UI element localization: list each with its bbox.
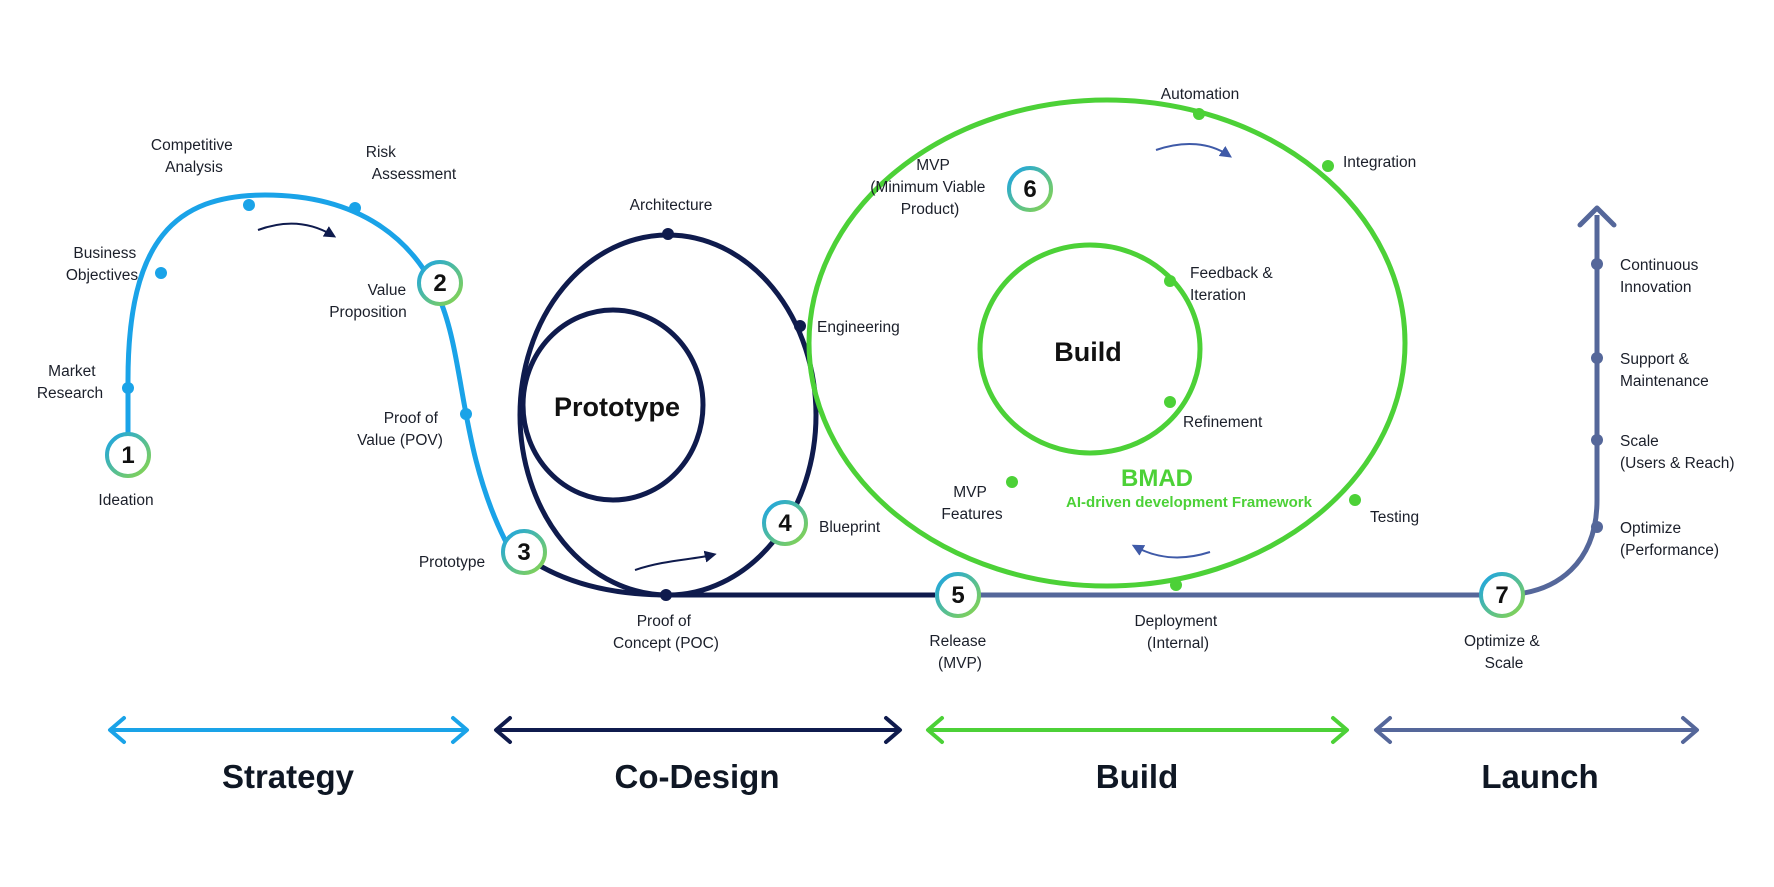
- mvp-features-dot: [1006, 476, 1018, 488]
- launch-path: [958, 215, 1600, 598]
- step-badge-2: 2: [417, 260, 463, 306]
- proof-of-value-dot: [460, 408, 472, 420]
- engineering-dot: [794, 320, 806, 332]
- risk-assessment-label: Risk Assessment: [366, 144, 457, 183]
- build-center-title: Build: [1054, 337, 1122, 367]
- proof-of-concept-dot: [660, 589, 672, 601]
- optimize-scale-label: Optimize & Scale: [1464, 633, 1544, 672]
- continuous-innovation-dot: [1591, 258, 1603, 270]
- refinement-dot: [1164, 396, 1176, 408]
- strategy-path: [125, 192, 508, 543]
- build-flow-arrow-top: [1155, 143, 1232, 158]
- launch-phase-arrow: [1374, 716, 1699, 744]
- bmad-subtitle: AI-driven development Framework: [1066, 494, 1313, 511]
- codesign-flow-arrow: [634, 550, 717, 571]
- engineering-label: Engineering: [817, 319, 900, 336]
- prototype-inner-loop: [520, 307, 706, 503]
- launch-phase-title: Launch: [1481, 758, 1598, 795]
- build-flow-arrow-bottom: [1131, 544, 1211, 559]
- testing-dot: [1349, 494, 1361, 506]
- refinement-label: Refinement: [1183, 414, 1263, 431]
- architecture-dot: [662, 228, 674, 240]
- step-badge-5: 5: [935, 572, 981, 618]
- risk-assessment-dot: [349, 202, 361, 214]
- step-badge-1: 1: [105, 432, 151, 478]
- step-number: 2: [433, 270, 446, 297]
- build-phase-arrow: [926, 716, 1349, 744]
- business-objectives-label: Business Objectives: [66, 245, 141, 284]
- feedback-iteration-label: Feedback & Iteration: [1190, 265, 1277, 304]
- market-research-dot: [122, 382, 134, 394]
- value-proposition-label: Value Proposition: [329, 282, 410, 321]
- integration-label: Integration: [1343, 154, 1416, 171]
- testing-label: Testing: [1370, 509, 1419, 526]
- scale-users-label: Scale (Users & Reach): [1620, 433, 1735, 472]
- competitive-analysis-dot: [243, 199, 255, 211]
- launch-arrow-head: [1577, 205, 1617, 228]
- market-research-label: Market Research: [37, 363, 103, 402]
- step-number: 7: [1495, 582, 1508, 609]
- step-number: 4: [778, 510, 792, 537]
- release-label: Release (MVP): [929, 633, 990, 672]
- mvp-label: MVP (Minimum Viable Product): [870, 157, 989, 218]
- step-number: 6: [1023, 176, 1036, 203]
- competitive-analysis-label: Competitive Analysis: [151, 137, 237, 176]
- deployment-dot: [1170, 579, 1182, 591]
- blueprint-label: Blueprint: [819, 519, 881, 536]
- optimize-performance-label: Optimize (Performance): [1620, 520, 1719, 559]
- strategy-flow-arrow: [257, 222, 337, 238]
- optimize-performance-dot: [1591, 521, 1603, 533]
- build-outer-loop: [806, 97, 1408, 589]
- step-badge-6: 6: [1007, 166, 1053, 212]
- integration-dot: [1322, 160, 1334, 172]
- scale-users-dot: [1591, 434, 1603, 446]
- strategy-phase-arrow: [108, 716, 469, 744]
- step-badge-7: 7: [1479, 572, 1525, 618]
- codesign-phase-title: Co-Design: [615, 758, 780, 795]
- proof-of-concept-label: Proof of Concept (POC): [613, 613, 719, 652]
- support-maintenance-label: Support & Maintenance: [1620, 351, 1709, 390]
- ideation-label: Ideation: [98, 492, 153, 509]
- proof-of-value-label: Proof of Value (POV): [357, 410, 443, 449]
- bmad-title: BMAD: [1121, 465, 1193, 492]
- build-inner-loop: [977, 242, 1203, 456]
- strategy-phase-title: Strategy: [222, 758, 355, 795]
- automation-label: Automation: [1161, 86, 1239, 103]
- business-objectives-dot: [155, 267, 167, 279]
- continuous-innovation-label: Continuous Innovation: [1620, 257, 1703, 296]
- support-maintenance-dot: [1591, 352, 1603, 364]
- step-number: 1: [121, 442, 134, 469]
- deployment-label: Deployment (Internal): [1134, 613, 1221, 652]
- step-number: 5: [951, 582, 964, 609]
- automation-dot: [1193, 108, 1205, 120]
- prototype-step-label: Prototype: [419, 554, 485, 571]
- codesign-phase-arrow: [494, 716, 902, 744]
- prototype-center-title: Prototype: [554, 392, 680, 422]
- step-number: 3: [517, 539, 530, 566]
- mvp-features-label: MVP Features: [941, 484, 1002, 523]
- feedback-iteration-dot: [1164, 275, 1176, 287]
- build-phase-title: Build: [1096, 758, 1178, 795]
- step-badge-4: 4: [762, 500, 808, 546]
- architecture-label: Architecture: [630, 197, 713, 214]
- step-badge-3: 3: [501, 529, 547, 575]
